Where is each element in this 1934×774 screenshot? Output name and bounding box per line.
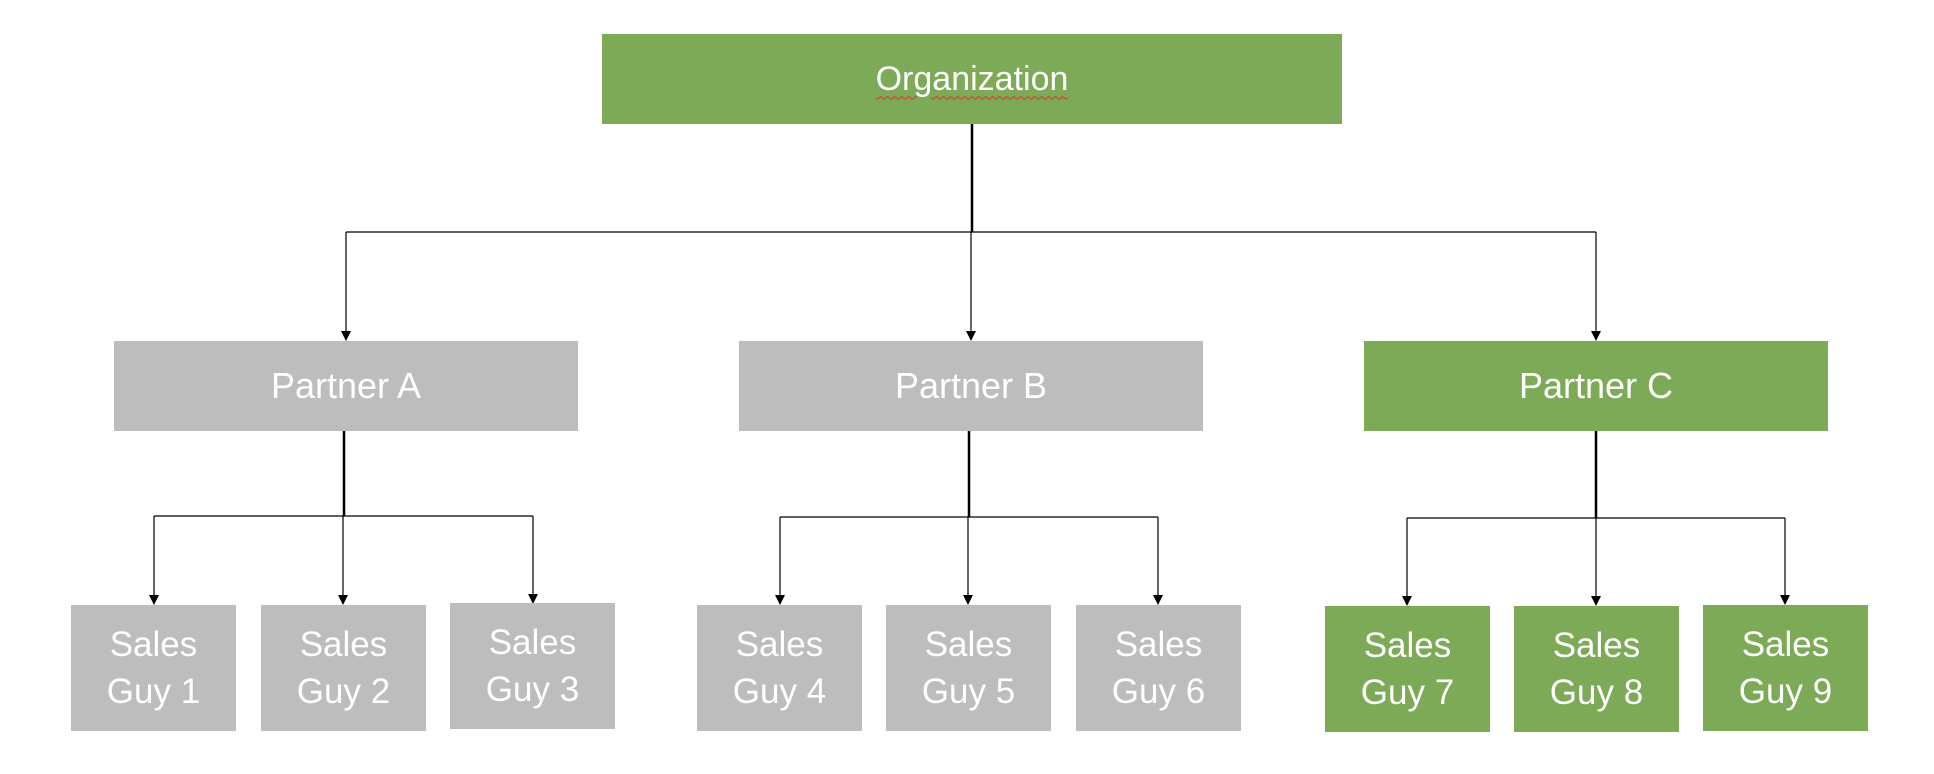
sales-guy-3-label: Sales Guy 3	[485, 622, 580, 709]
partner-b-node: Partner B	[739, 341, 1203, 431]
sales-guy-9-node: Sales Guy 9	[1703, 605, 1868, 731]
partner-c-label: Partner C	[1518, 365, 1674, 406]
sales-guy-6-node: Sales Guy 6	[1076, 605, 1241, 731]
sales-guy-1-node: Sales Guy 1	[71, 605, 236, 731]
sales-guy-4-node: Sales Guy 4	[697, 605, 862, 731]
sales-guy-5-node: Sales Guy 5	[886, 605, 1051, 731]
partner-a-label: Partner A	[270, 365, 422, 406]
sales-guy-7-node: Sales Guy 7	[1325, 606, 1490, 732]
sales-guy-1-label: Sales Guy 1	[106, 624, 201, 711]
sales-guy-4-label: Sales Guy 4	[732, 624, 827, 711]
partner-b-label: Partner B	[894, 365, 1048, 406]
sales-guy-6-label: Sales Guy 6	[1111, 624, 1206, 711]
sales-guy-2-label: Sales Guy 2	[296, 624, 391, 711]
organization-node: Organization	[602, 34, 1342, 124]
sales-guy-5-label: Sales Guy 5	[921, 624, 1016, 711]
sales-guy-8-label: Sales Guy 8	[1549, 625, 1644, 712]
sales-guy-7-label: Sales Guy 7	[1360, 625, 1455, 712]
sales-guy-3-node: Sales Guy 3	[450, 603, 615, 729]
sales-guy-8-node: Sales Guy 8	[1514, 606, 1679, 732]
sales-guy-9-label: Sales Guy 9	[1738, 624, 1833, 711]
organization-label: Organization	[875, 59, 1069, 98]
sales-guy-2-node: Sales Guy 2	[261, 605, 426, 731]
partner-a-node: Partner A	[114, 341, 578, 431]
partner-c-node: Partner C	[1364, 341, 1828, 431]
